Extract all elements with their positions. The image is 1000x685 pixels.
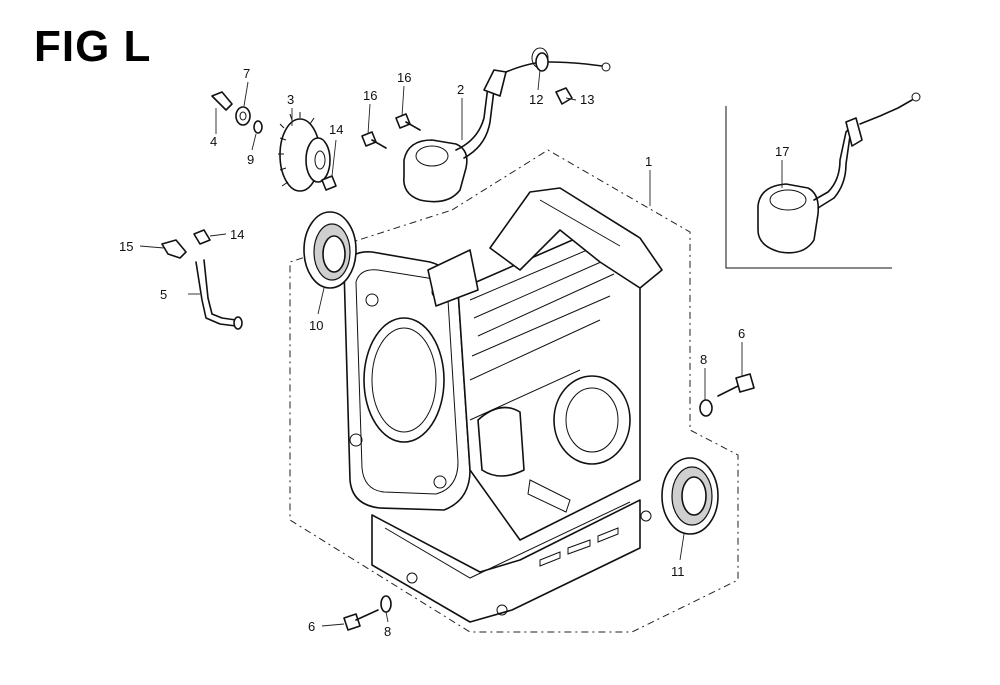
callout-8-right: 8 — [700, 352, 707, 367]
callout-1: 1 — [645, 154, 652, 169]
callout-13: 13 — [580, 92, 594, 107]
oil-seal-11 — [661, 457, 719, 535]
callout-16-left: 16 — [363, 88, 377, 103]
callouts: 1 2 3 4 5 6 6 7 8 8 9 10 11 12 13 14 14 … — [119, 66, 789, 639]
oil-alert-unit-17 — [757, 92, 921, 254]
clip-15 — [161, 239, 187, 259]
inset-frame — [725, 106, 892, 269]
callout-14-upper: 14 — [329, 122, 343, 137]
callout-10: 10 — [309, 318, 323, 333]
oil-seal-10 — [303, 211, 357, 289]
callout-17: 17 — [775, 144, 789, 159]
washer-7 — [235, 106, 251, 126]
callout-8-bottom: 8 — [384, 624, 391, 639]
governor-gear-3 — [278, 112, 331, 192]
callout-9: 9 — [247, 152, 254, 167]
bolt-16-left — [361, 131, 387, 149]
clip-9 — [253, 120, 263, 134]
bolt-16-right — [395, 113, 421, 131]
washer-8-right — [699, 399, 713, 417]
oil-level-switch-2 — [403, 47, 611, 203]
grommet-12 — [535, 52, 549, 72]
leader-lines — [139, 69, 783, 627]
callout-14-left: 14 — [230, 227, 244, 242]
nut-14-left — [193, 229, 211, 245]
crankcase — [343, 187, 663, 623]
callout-16-right: 16 — [397, 70, 411, 85]
bolt-6-right — [717, 373, 755, 397]
callout-11: 11 — [671, 564, 685, 579]
callout-7: 7 — [243, 66, 250, 81]
callout-2: 2 — [457, 82, 464, 97]
nut-14-upper — [321, 175, 337, 191]
callout-3: 3 — [287, 92, 294, 107]
washer-8-bottom — [380, 595, 392, 613]
assembly-outline — [289, 149, 739, 633]
callout-6-bottom: 6 — [308, 619, 315, 634]
bolt-6-bottom — [343, 609, 379, 631]
callout-6-right: 6 — [738, 326, 745, 341]
callout-12: 12 — [529, 92, 543, 107]
figure-title: FIG L — [34, 22, 152, 71]
callout-5: 5 — [160, 287, 167, 302]
nut-13 — [555, 87, 573, 105]
breather-pipe-5 — [195, 259, 243, 330]
callout-15: 15 — [119, 239, 133, 254]
pin-4 — [211, 91, 233, 111]
callout-4: 4 — [210, 134, 217, 149]
